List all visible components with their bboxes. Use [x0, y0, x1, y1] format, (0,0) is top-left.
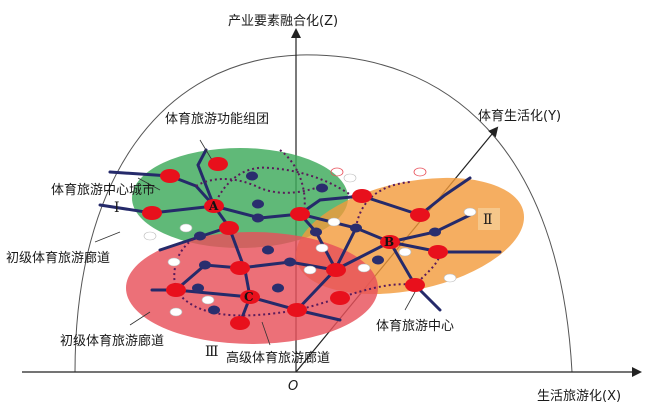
- major-nodes: [142, 157, 448, 330]
- dome-outline: [74, 54, 573, 373]
- x-axis-label: 生活旅游化(X): [537, 389, 621, 404]
- white-nodes: [143, 173, 477, 317]
- node-a-label: A: [208, 199, 219, 213]
- y-axis-label: 体育生活化(Y): [478, 108, 561, 124]
- function-cluster-label: 体育旅游功能组团: [165, 111, 269, 127]
- region-2-label: Ⅱ: [483, 212, 493, 228]
- region-2-label-bg: [478, 208, 500, 230]
- origin-label: O: [288, 379, 298, 394]
- primary-corridor-left-label: 初级体育旅游廊道: [6, 250, 110, 266]
- node-b-label: B: [384, 235, 394, 249]
- minor-nodes: [192, 171, 441, 315]
- z-axis-label: 产业要素融合化(Z): [228, 14, 338, 29]
- region-3-label: Ⅲ: [205, 344, 219, 360]
- advanced-corridor-label: 高级体育旅游廊道: [226, 350, 330, 366]
- center-city-label: 体育旅游中心城市: [51, 182, 155, 198]
- annotation-lines: [94, 139, 416, 346]
- node-c-label: C: [244, 290, 254, 304]
- region-3-red: [126, 232, 378, 344]
- tourism-center-label: 体育旅游中心: [376, 318, 454, 334]
- faint-nodes: [330, 167, 427, 177]
- primary-corridor-bottom-label: 初级体育旅游廊道: [60, 333, 164, 349]
- region-1-label: Ⅰ: [114, 200, 120, 216]
- region-1-green: [132, 148, 348, 248]
